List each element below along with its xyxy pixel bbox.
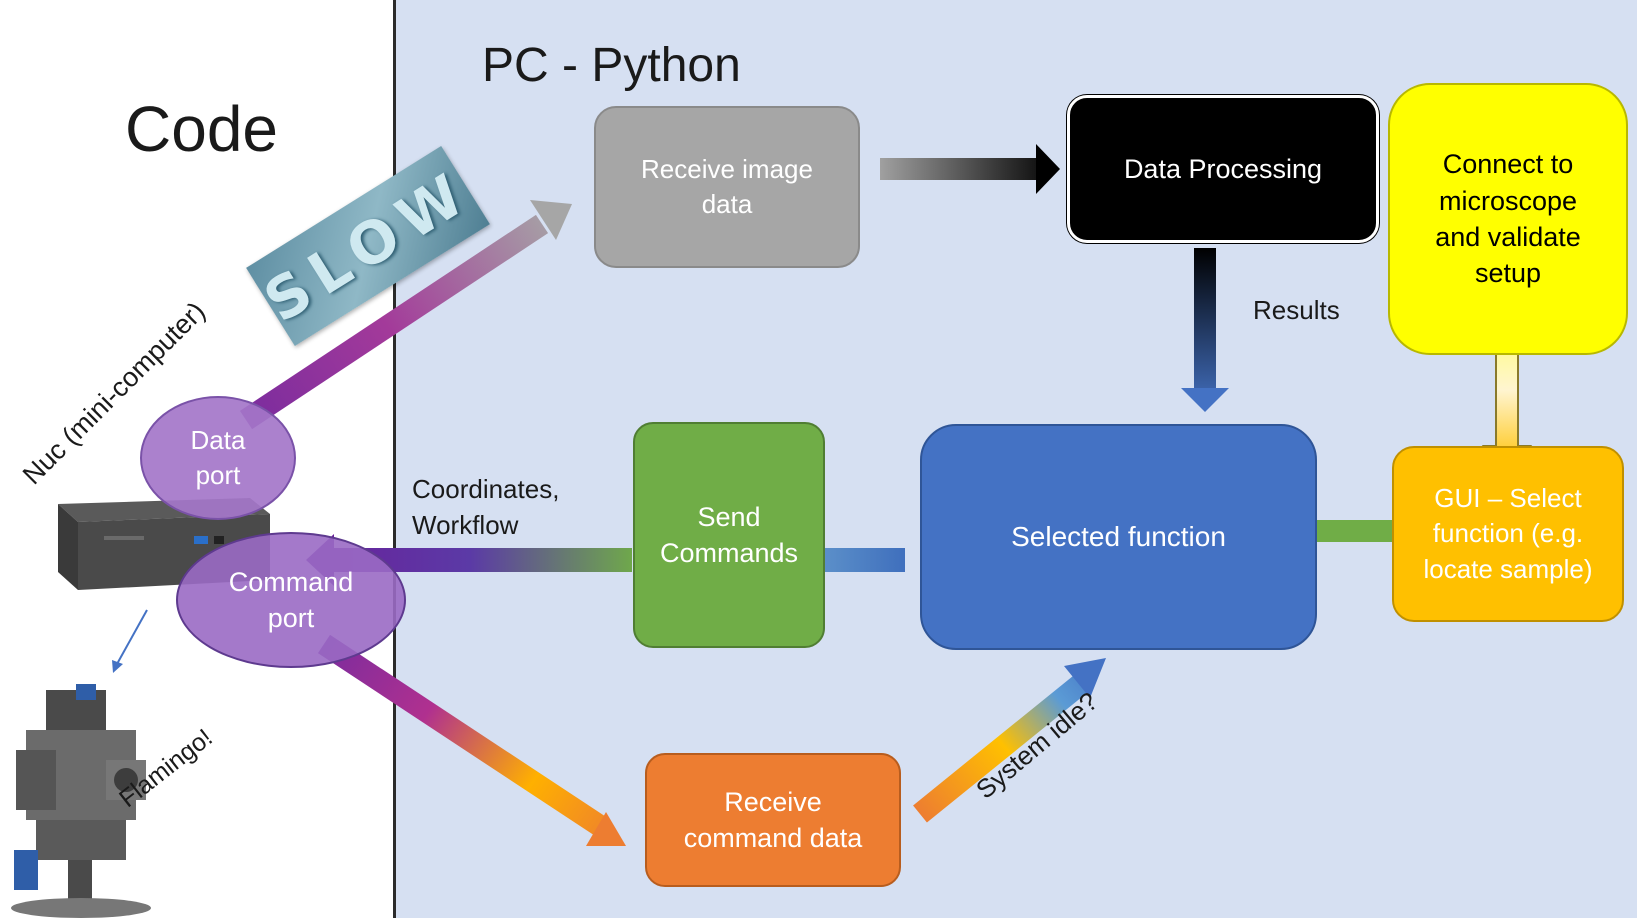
send-commands-box: Send Commands	[633, 422, 825, 648]
arrow-results	[1181, 248, 1229, 412]
arrow-nuc-to-flamingo	[112, 609, 148, 673]
data-processing-box: Data Processing	[1067, 95, 1379, 243]
gui-select-box: GUI – Select function (e.g. locate sampl…	[1392, 446, 1624, 622]
connect-box: Connect to microscope and validate setup	[1388, 83, 1628, 355]
arrow-receive-image-to-processing	[880, 144, 1060, 194]
pc-python-title: PC - Python	[482, 39, 741, 92]
arrow-dataport-to-receive-image	[239, 200, 572, 430]
receive-image-box: Receive image data	[594, 106, 860, 268]
panel-divider	[393, 0, 396, 918]
arrow-system-idle	[913, 658, 1106, 823]
arrow-command-port-to-receive-command	[317, 634, 626, 846]
command-port: Command port	[176, 532, 406, 668]
flamingo-microscope-icon	[6, 680, 156, 918]
arrow-selected-to-send	[825, 548, 905, 572]
coordinates-workflow-label: Coordinates, Workflow	[412, 474, 560, 541]
data-port: Data port	[140, 396, 296, 520]
receive-command-box: Receive command data	[645, 753, 901, 887]
results-label: Results	[1253, 295, 1340, 325]
selected-function-box: Selected function	[920, 424, 1317, 650]
code-title: Code	[125, 93, 278, 165]
